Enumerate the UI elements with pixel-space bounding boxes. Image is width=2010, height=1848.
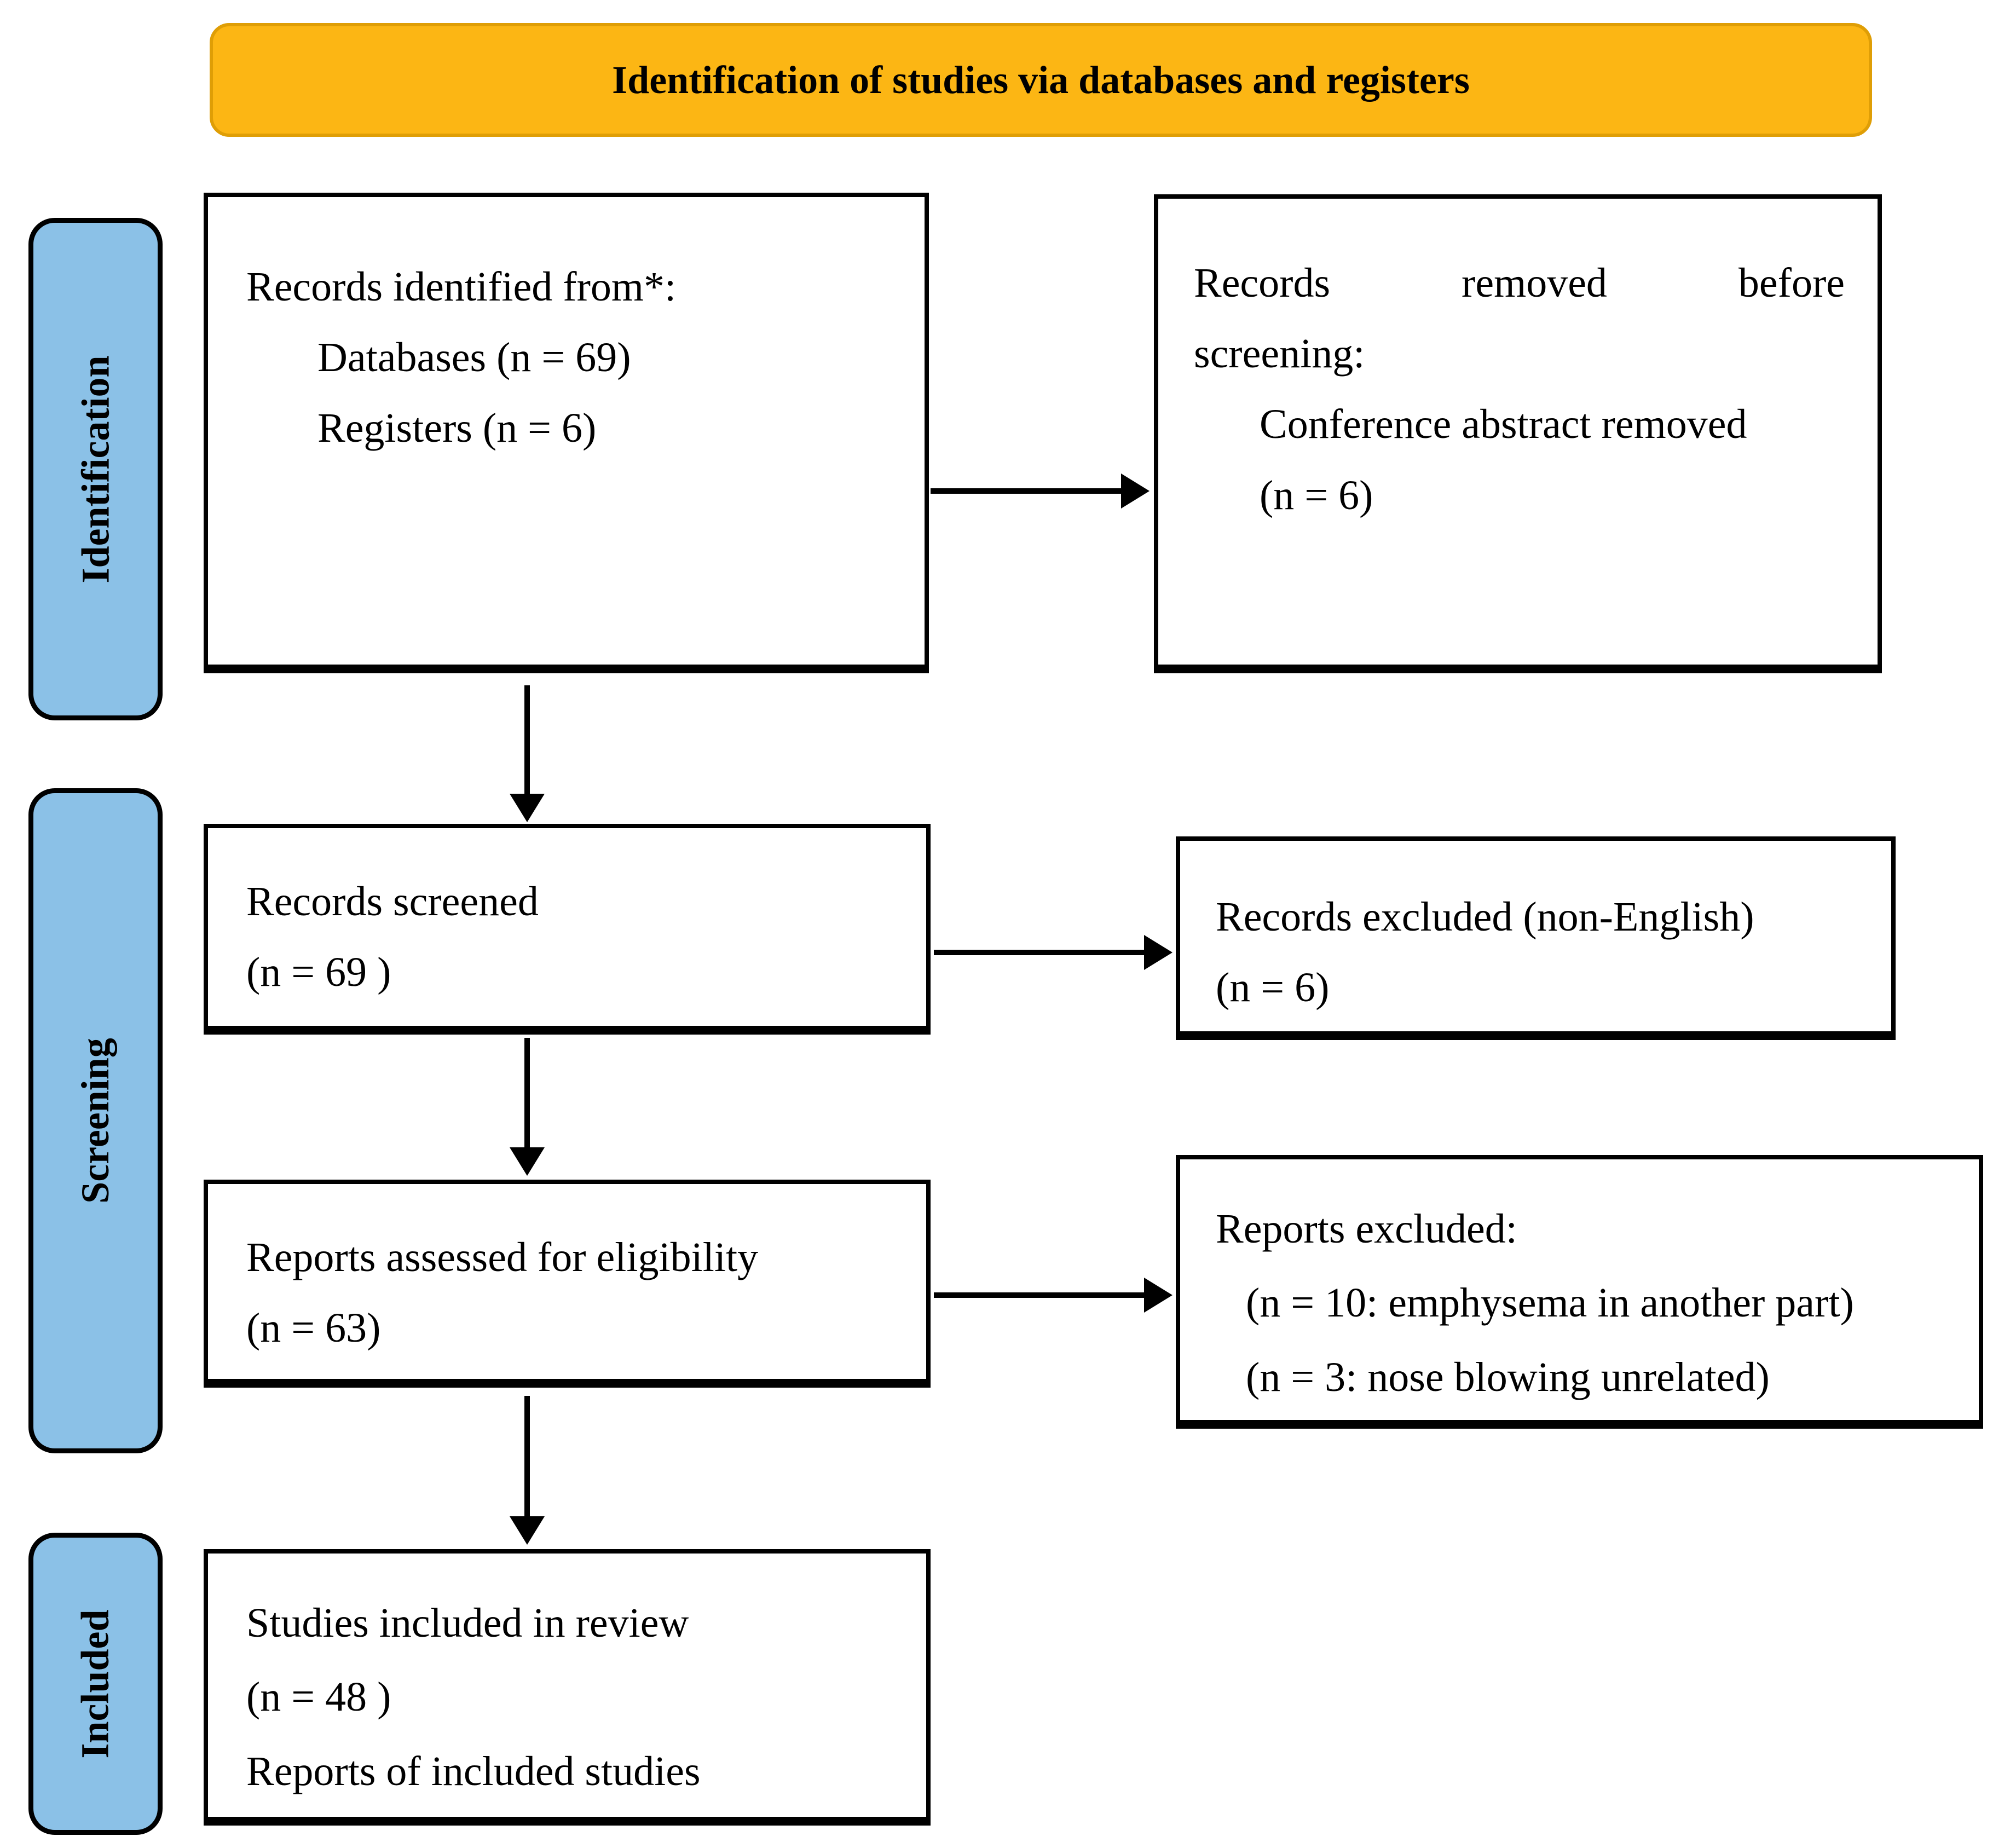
arrow-screened-to-excluded (934, 935, 1173, 970)
box-line: Conference abstract removed (1260, 401, 1747, 448)
box-line: Studies included in review (246, 1600, 689, 1646)
arrow-down-icon (510, 1147, 545, 1176)
arrow-shaft (931, 488, 1122, 494)
box-line: Reports of included studies (246, 1748, 701, 1794)
arrow-right-icon (1144, 935, 1173, 970)
box-records-removed: Records removed before screening: Confer… (1154, 194, 1882, 673)
arrow-assessed-to-included (510, 1396, 545, 1545)
box-studies-included: Studies included in review (n = 48 ) Rep… (204, 1549, 931, 1826)
box-line: Reports assessed for eligibility (246, 1234, 759, 1280)
arrow-shaft (934, 1292, 1145, 1298)
arrow-screened-to-assessed (510, 1038, 545, 1176)
banner-title: Identification of studies via databases … (210, 23, 1872, 137)
box-line: Records removed before (1194, 260, 1845, 306)
arrow-down-icon (510, 1516, 545, 1545)
arrow-assessed-to-excluded (934, 1278, 1173, 1313)
box-line: (n = 3: nose blowing unrelated) (1246, 1354, 1770, 1400)
box-line: (n = 6) (1260, 472, 1373, 518)
stage-label-included: Included (28, 1533, 163, 1835)
stage-label-screening-text: Screening (73, 1038, 118, 1204)
arrow-right-icon (1144, 1278, 1173, 1313)
box-records-screened: Records screened (n = 69 ) (204, 824, 931, 1035)
stage-label-screening: Screening (28, 788, 163, 1453)
box-line: (n = 69 ) (246, 949, 391, 996)
stage-label-identification-text: Identification (73, 355, 118, 584)
box-line: Records excluded (non-English) (1216, 894, 1754, 940)
arrow-shaft (524, 1396, 530, 1517)
arrow-shaft (524, 1038, 530, 1148)
box-line: Records identified from*: (246, 264, 677, 310)
arrow-shaft (524, 685, 530, 795)
arrow-shaft (934, 950, 1145, 955)
arrow-down-icon (510, 794, 545, 822)
box-line: (n = 10: emphysema in another part) (1246, 1280, 1854, 1326)
box-records-identified: Records identified from*: Databases (n =… (204, 193, 929, 673)
stage-label-included-text: Included (73, 1609, 118, 1759)
box-line: Reports excluded: (1216, 1206, 1517, 1252)
arrow-identified-to-screened (510, 685, 545, 822)
box-records-excluded: Records excluded (non-English) (n = 6) (1176, 836, 1896, 1040)
box-line: (n = 6) (1216, 965, 1330, 1011)
box-line: Registers (n = 6) (317, 405, 597, 452)
box-line: Databases (n = 69) (317, 334, 631, 381)
box-line: (n = 48 ) (246, 1674, 391, 1720)
box-line: screening: (1194, 331, 1365, 377)
stage-label-identification: Identification (28, 218, 163, 720)
box-line: (n = 63) (246, 1305, 381, 1352)
arrow-identified-to-removed (931, 473, 1150, 509)
arrow-right-icon (1121, 473, 1150, 509)
box-reports-assessed: Reports assessed for eligibility (n = 63… (204, 1180, 931, 1388)
box-reports-excluded: Reports excluded: (n = 10: emphysema in … (1176, 1155, 1983, 1429)
box-line: Records screened (246, 879, 539, 925)
